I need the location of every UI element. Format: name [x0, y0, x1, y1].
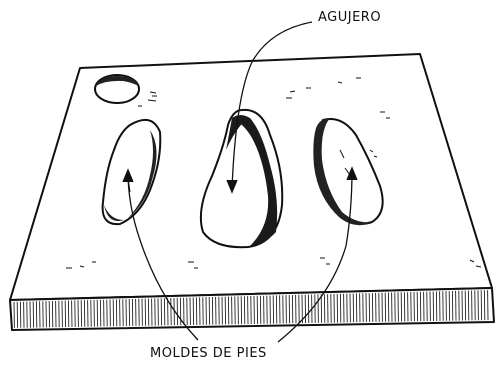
center-foot-hole: [199, 108, 284, 249]
board-edge-grain: [13, 290, 489, 328]
small-round-hole: [94, 74, 140, 104]
hole-label: AGUJERO: [318, 10, 382, 25]
surface-texture: [66, 77, 482, 269]
left-foot-mold: [101, 118, 162, 226]
foot-molds-leader-arrows: [122, 166, 358, 343]
foot-molds-label: MOLDES DE PIES: [150, 346, 267, 361]
hole-leader-arrow: [226, 21, 313, 194]
